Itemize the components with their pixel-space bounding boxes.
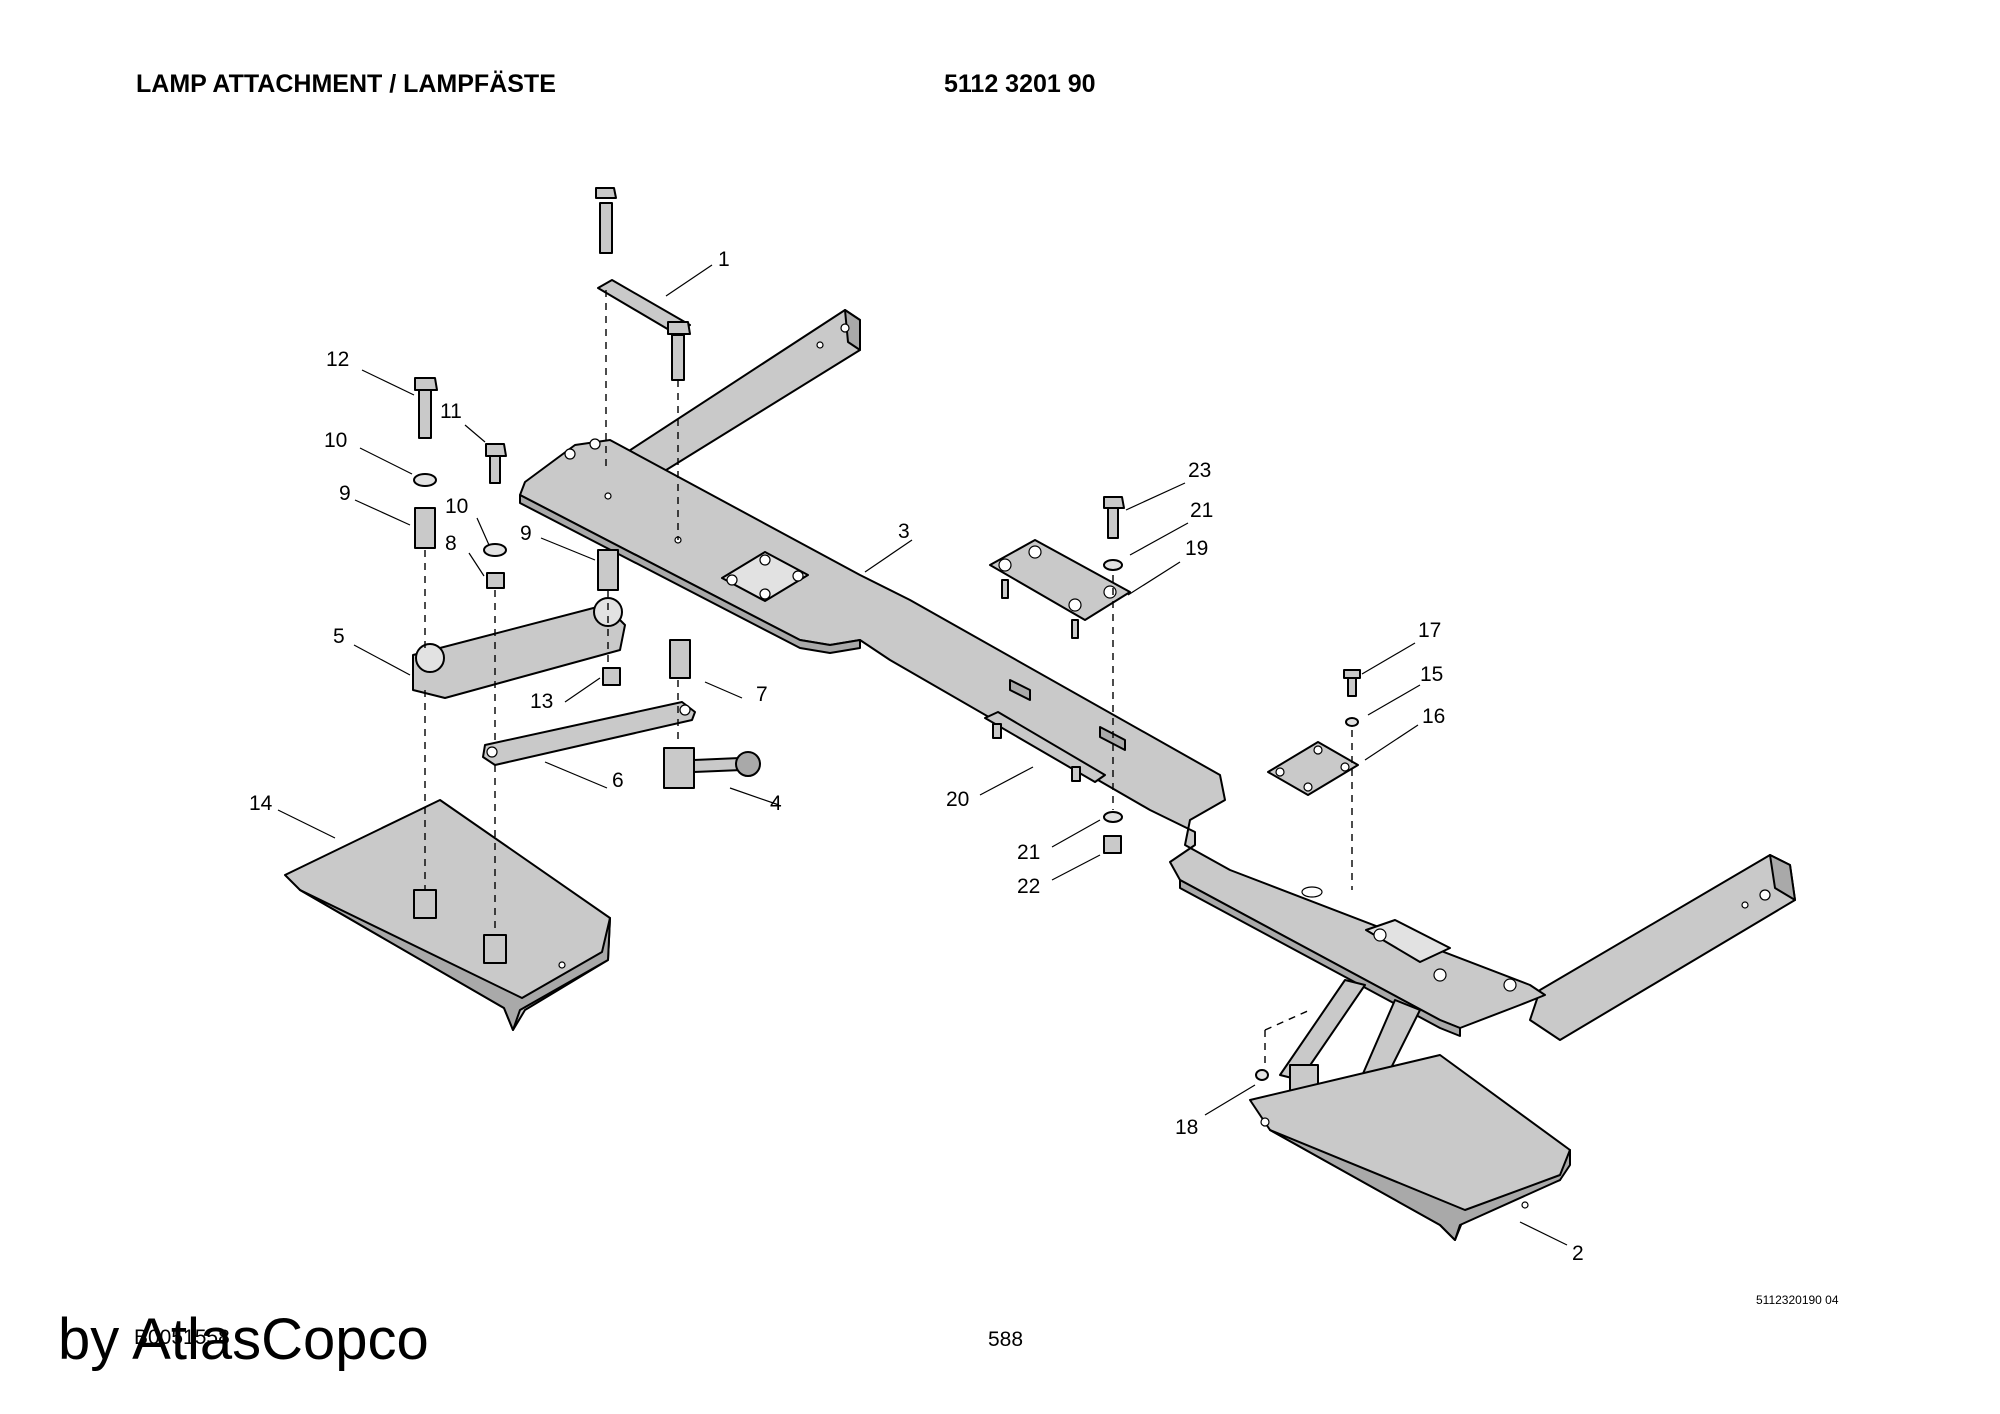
- link-6: [482, 701, 696, 766]
- rear-left-rail: [614, 309, 861, 481]
- nut-18: [1255, 1069, 1269, 1081]
- washer-10-left: [413, 473, 437, 487]
- nut-8: [486, 572, 505, 589]
- callout-3: 3: [898, 520, 910, 543]
- callout-numbers: 1 2 3 4 5 6 7 8 9 9 10 10 11 12 13 14 15…: [249, 248, 1584, 1265]
- plate-19: [989, 539, 1131, 639]
- callout-16: 16: [1422, 705, 1445, 728]
- bolt-11: [485, 443, 507, 484]
- callout-14: 14: [249, 792, 273, 815]
- alignment-lines: [424, 290, 1353, 1068]
- right-rail: [1529, 854, 1796, 1041]
- callout-20: 20: [946, 788, 969, 811]
- plate-16: [1267, 741, 1359, 796]
- callout-9-right: 9: [520, 522, 532, 545]
- handle-4: [663, 747, 761, 789]
- callout-6: 6: [612, 769, 624, 792]
- washer-15: [1345, 717, 1359, 727]
- callout-10-right: 10: [445, 495, 468, 518]
- callout-13: 13: [530, 690, 553, 713]
- callout-22: 22: [1017, 875, 1040, 898]
- document-code: 5112320190 04: [1756, 1293, 1839, 1307]
- callout-18: 18: [1175, 1116, 1198, 1139]
- bolt-12: [414, 377, 438, 439]
- page-title: LAMP ATTACHMENT / LAMPFÄSTE: [136, 70, 556, 98]
- figure-code: B0051558: [134, 1326, 230, 1349]
- callout-19: 19: [1185, 537, 1208, 560]
- page-number: 588: [988, 1328, 1024, 1351]
- callout-21-top: 21: [1190, 499, 1213, 522]
- washer-21-bottom: [1103, 811, 1123, 823]
- callout-11: 11: [440, 400, 462, 423]
- callout-12: 12: [326, 348, 349, 371]
- callout-8: 8: [445, 532, 457, 555]
- part-number: 5112 3201 90: [944, 70, 1096, 98]
- spacer-9-right: [597, 549, 619, 591]
- spacer-9-left: [414, 507, 436, 549]
- callout-15: 15: [1420, 663, 1443, 686]
- washer-10-right: [483, 543, 507, 557]
- callout-17: 17: [1418, 619, 1441, 642]
- right-support-assembly: [1249, 979, 1571, 1241]
- nut-13: [602, 667, 621, 686]
- callout-1: 1: [718, 248, 730, 271]
- bolt-23: [1103, 496, 1125, 539]
- callout-4: 4: [770, 792, 782, 815]
- callout-10-left: 10: [324, 429, 347, 452]
- callout-5: 5: [333, 625, 345, 648]
- leader-lines: [277, 264, 1568, 1246]
- bolt-17: [1343, 669, 1361, 697]
- top-link-1: [595, 187, 691, 381]
- spacer-7: [669, 639, 691, 679]
- left-footplate: [284, 799, 611, 1031]
- washer-21-top: [1103, 559, 1123, 571]
- callout-21-bottom: 21: [1017, 841, 1040, 864]
- callout-2: 2: [1572, 1242, 1584, 1265]
- bracket-20: [984, 711, 1106, 783]
- callout-23: 23: [1188, 459, 1211, 482]
- callout-9-left: 9: [339, 482, 351, 505]
- watermark: by AtlasCopco: [58, 1307, 429, 1372]
- arm-5: [412, 597, 626, 699]
- callout-7: 7: [756, 683, 768, 706]
- nut-22: [1103, 835, 1122, 854]
